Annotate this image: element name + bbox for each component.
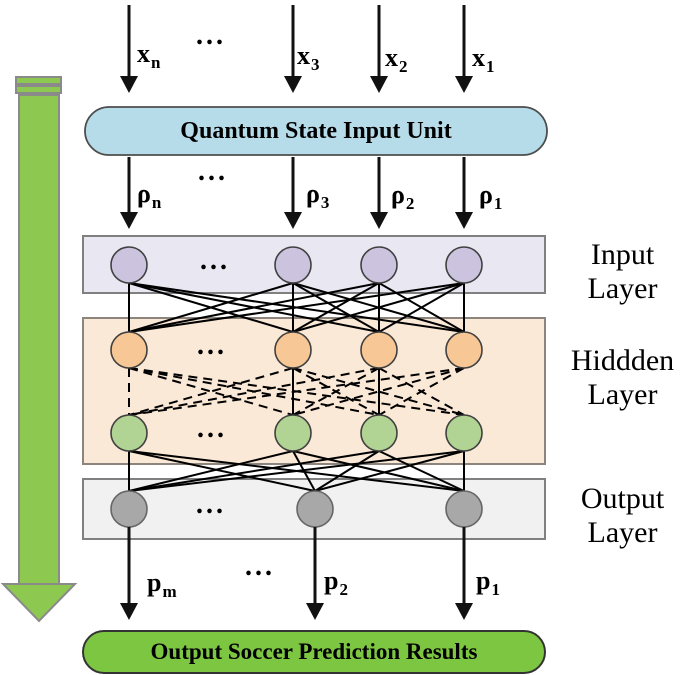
down-arrow-icon (306, 527, 324, 620)
connections-hidden-recurrent-dashed (128, 367, 465, 416)
down-arrow-icon (455, 527, 473, 620)
connections-input-to-hidden (128, 282, 465, 333)
quantum-unit-label: Quantum State Input Unit (180, 117, 452, 144)
label-rho-2: ρ2 (391, 180, 415, 214)
label-x-2: x2 (385, 43, 408, 77)
connections-hidden-to-output (128, 450, 465, 492)
down-arrow-icon (120, 5, 138, 93)
hidden-layer-green-nodes (110, 414, 483, 452)
hidden-node-green (274, 414, 312, 452)
output-layer-nodes (110, 490, 483, 528)
input-node (110, 246, 148, 284)
hidden-bottom-ellipsis: ... (197, 413, 227, 444)
label-x-n: xn (137, 39, 161, 73)
output-node (445, 490, 483, 528)
label-x-3: x3 (297, 41, 320, 75)
input-node (360, 246, 398, 284)
result-unit-shape (82, 630, 546, 674)
top-input-arrows (120, 5, 473, 93)
label-rho-n: ρn (137, 179, 162, 213)
label-rho-1: ρ1 (479, 180, 503, 214)
output-row-ellipsis: ... (196, 489, 226, 520)
flow-arrow-head (0, 583, 78, 623)
hidden-node-orange (445, 331, 483, 369)
output-node (296, 490, 334, 528)
label-p-1: p1 (476, 566, 500, 600)
hidden-node-orange (360, 331, 398, 369)
hidden-node-orange (110, 331, 148, 369)
result-unit-label: Output Soccer Prediction Results (150, 639, 478, 664)
input-layer-nodes (110, 246, 483, 284)
flow-arrow-bar (15, 85, 62, 94)
down-arrow-icon (455, 157, 473, 229)
rho-ellipsis: ... (198, 156, 228, 187)
hidden-node-green (360, 414, 398, 452)
label-rho-3: ρ3 (306, 179, 330, 213)
down-arrow-icon (284, 157, 302, 229)
output-node (110, 490, 148, 528)
hidden-node-green (110, 414, 148, 452)
down-arrow-icon (370, 157, 388, 229)
output-ellipsis: ... (245, 551, 275, 582)
output-arrows (120, 527, 473, 620)
label-p-m: pm (147, 568, 177, 602)
flow-arrow-bar (15, 76, 62, 85)
input-node (274, 246, 312, 284)
flow-arrow-shaft (18, 94, 60, 585)
top-ellipsis: ... (196, 20, 226, 51)
flow-arrow-icon (0, 76, 78, 623)
hidden-node-green (445, 414, 483, 452)
hidden-top-ellipsis: ... (197, 330, 227, 361)
down-arrow-icon (120, 527, 138, 620)
down-arrow-icon (455, 5, 473, 93)
down-arrow-icon (370, 5, 388, 93)
input-node (445, 246, 483, 284)
input-row-ellipsis: ... (200, 245, 230, 276)
down-arrow-icon (284, 5, 302, 93)
connections-hidden-vertical (292, 368, 380, 415)
hidden-node-orange (274, 331, 312, 369)
label-p-2: p2 (324, 566, 348, 600)
label-x-1: x1 (472, 43, 495, 77)
hidden-layer-orange-nodes (110, 331, 483, 369)
down-arrow-icon (120, 157, 138, 229)
quantum-unit-shape (84, 106, 548, 156)
state-input-arrows (120, 157, 473, 229)
